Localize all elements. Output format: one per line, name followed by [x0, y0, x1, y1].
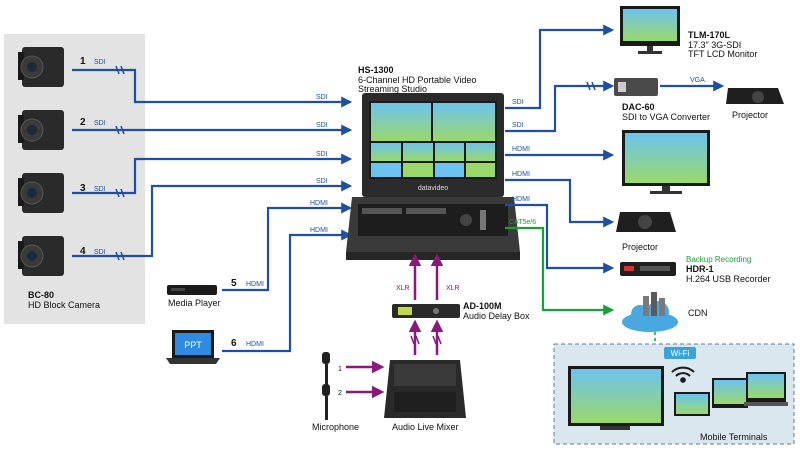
camera-3-signal: SDI [94, 186, 106, 193]
xlr-left-label: XLR [396, 285, 410, 292]
converter-model: DAC-60 [622, 102, 655, 112]
camera-4 [18, 236, 64, 276]
monitor-model: TLM-170L [688, 30, 731, 40]
microphone-1 [322, 352, 330, 392]
camera-1-signal: SDI [94, 59, 106, 66]
audio-mixer [384, 360, 466, 418]
camera-description: HD Block Camera [28, 300, 100, 310]
output-3-signal: HDMI [512, 146, 530, 153]
wifi-label: Wi-Fi [671, 349, 690, 358]
link-output-recorder [505, 203, 615, 274]
switcher-desc-2: Streaming Studio [358, 84, 427, 94]
link-laptop [222, 229, 353, 353]
dac-converter [614, 78, 658, 96]
switcher-input-2-signal: SDI [316, 122, 328, 129]
output-1-signal: SDI [512, 99, 524, 106]
mic-1-number: 1 [338, 366, 342, 373]
projector-2 [616, 212, 676, 232]
link-camera-3 [72, 153, 353, 195]
recorder-model: HDR-1 [686, 264, 714, 274]
mixer-label: Audio Live Mixer [392, 422, 459, 432]
media-player-label: Media Player [168, 298, 221, 308]
projector-1-label: Projector [732, 110, 768, 120]
media-player [167, 285, 217, 295]
media-player-signal: HDMI [246, 281, 264, 288]
camera-4-signal: SDI [94, 249, 106, 256]
switcher-input-6-signal: HDMI [310, 227, 328, 234]
mobile-terminals [568, 366, 788, 430]
camera-2 [18, 110, 64, 150]
mic-2-number: 2 [338, 390, 342, 397]
camera-3-number: 3 [80, 183, 86, 194]
camera-1 [18, 47, 64, 87]
output-6-signal: CAT5e/6 [509, 219, 536, 226]
switcher-desc-1: 6-Channel HD Portable Video [358, 75, 476, 85]
recorder-tag: Backup Recording [686, 255, 751, 264]
vga-signal: VGA [690, 77, 705, 84]
recorder-desc: H.264 USB Recorder [686, 274, 771, 284]
laptop [166, 330, 220, 364]
hdr-recorder [620, 262, 676, 276]
monitor-line2: TFT LCD Monitor [688, 49, 757, 59]
camera-1-number: 1 [80, 56, 86, 67]
switcher-input-5-signal: HDMI [310, 200, 328, 207]
link-camera-1 [72, 68, 353, 108]
converter-desc: SDI to VGA Converter [622, 112, 710, 122]
output-4-signal: HDMI [512, 171, 530, 178]
microphone-label: Microphone [312, 422, 359, 432]
audio-delay-model: AD-100M [463, 301, 502, 311]
laptop-signal: HDMI [246, 341, 264, 348]
switcher-input-1-signal: SDI [316, 94, 328, 101]
laptop-screen-text: PPT [184, 340, 202, 350]
switcher-model: HS-1300 [358, 65, 394, 75]
link-output-projector [505, 178, 615, 228]
switcher-unit [346, 93, 520, 260]
link-camera-4 [72, 180, 353, 258]
microphone-2 [322, 384, 330, 420]
switcher-input-4-signal: SDI [316, 178, 328, 185]
monitor-line1: 17.3" 3G-SDI [688, 40, 741, 50]
link-output-cdn [505, 226, 615, 316]
output-5-signal: HDMI [512, 196, 530, 203]
audio-delay-box [392, 304, 460, 318]
link-media-player [222, 202, 353, 292]
media-player-number: 5 [231, 278, 237, 289]
mobile-terminals-label: Mobile Terminals [700, 432, 768, 442]
audio-delay-desc: Audio Delay Box [463, 311, 530, 321]
cdn-label: CDN [688, 308, 708, 318]
link-output-monitor [505, 24, 615, 110]
wifi-icon [671, 366, 695, 383]
camera-4-number: 4 [80, 246, 86, 257]
camera-2-signal: SDI [94, 120, 106, 127]
camera-2-number: 2 [80, 117, 86, 128]
hdmi-display [622, 130, 710, 194]
camera-3 [18, 173, 64, 213]
output-2-signal: SDI [512, 122, 524, 129]
switcher-brand: datavideo [418, 185, 448, 192]
projector-1 [726, 88, 784, 104]
camera-model: BC-80 [28, 290, 54, 300]
xlr-right-label: XLR [446, 285, 460, 292]
cdn-cloud [622, 292, 678, 332]
link-output-converter [505, 80, 615, 133]
projector-2-label: Projector [622, 242, 658, 252]
switcher-input-3-signal: SDI [316, 151, 328, 158]
tlm-monitor [620, 6, 680, 54]
laptop-number: 6 [231, 338, 237, 349]
